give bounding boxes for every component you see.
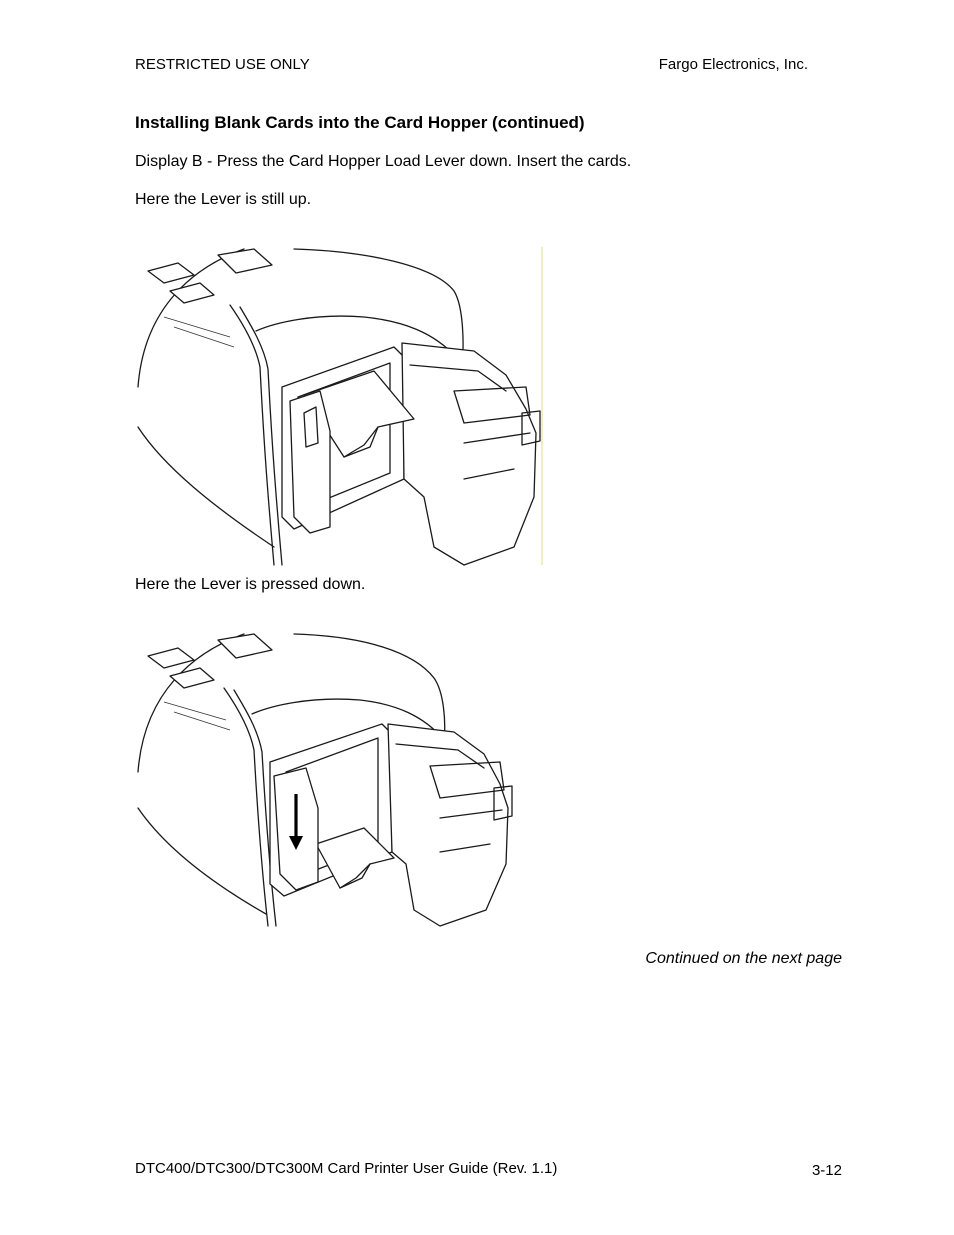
header-left: RESTRICTED USE ONLY — [135, 56, 310, 73]
section-title: Installing Blank Cards into the Card Hop… — [135, 113, 585, 132]
down-arrow-icon — [289, 794, 303, 850]
page-number: 3-12 — [811, 1162, 842, 1179]
lever-down-caption: Here the Lever is pressed down. — [135, 576, 366, 593]
card-hopper-lever-down-illustration — [134, 632, 514, 928]
footer-left: DTC400/DTC300/DTC300M Card Printer User … — [135, 1160, 558, 1177]
lever-up-caption: Here the Lever is still up. — [135, 191, 312, 208]
card-hopper-lever-up-illustration — [134, 247, 546, 567]
continued-note: Continued on the next page — [645, 950, 842, 967]
display-b-instruction: Display B - Press the Card Hopper Load L… — [135, 153, 632, 170]
header-right: Fargo Electronics, Inc. — [658, 56, 808, 73]
